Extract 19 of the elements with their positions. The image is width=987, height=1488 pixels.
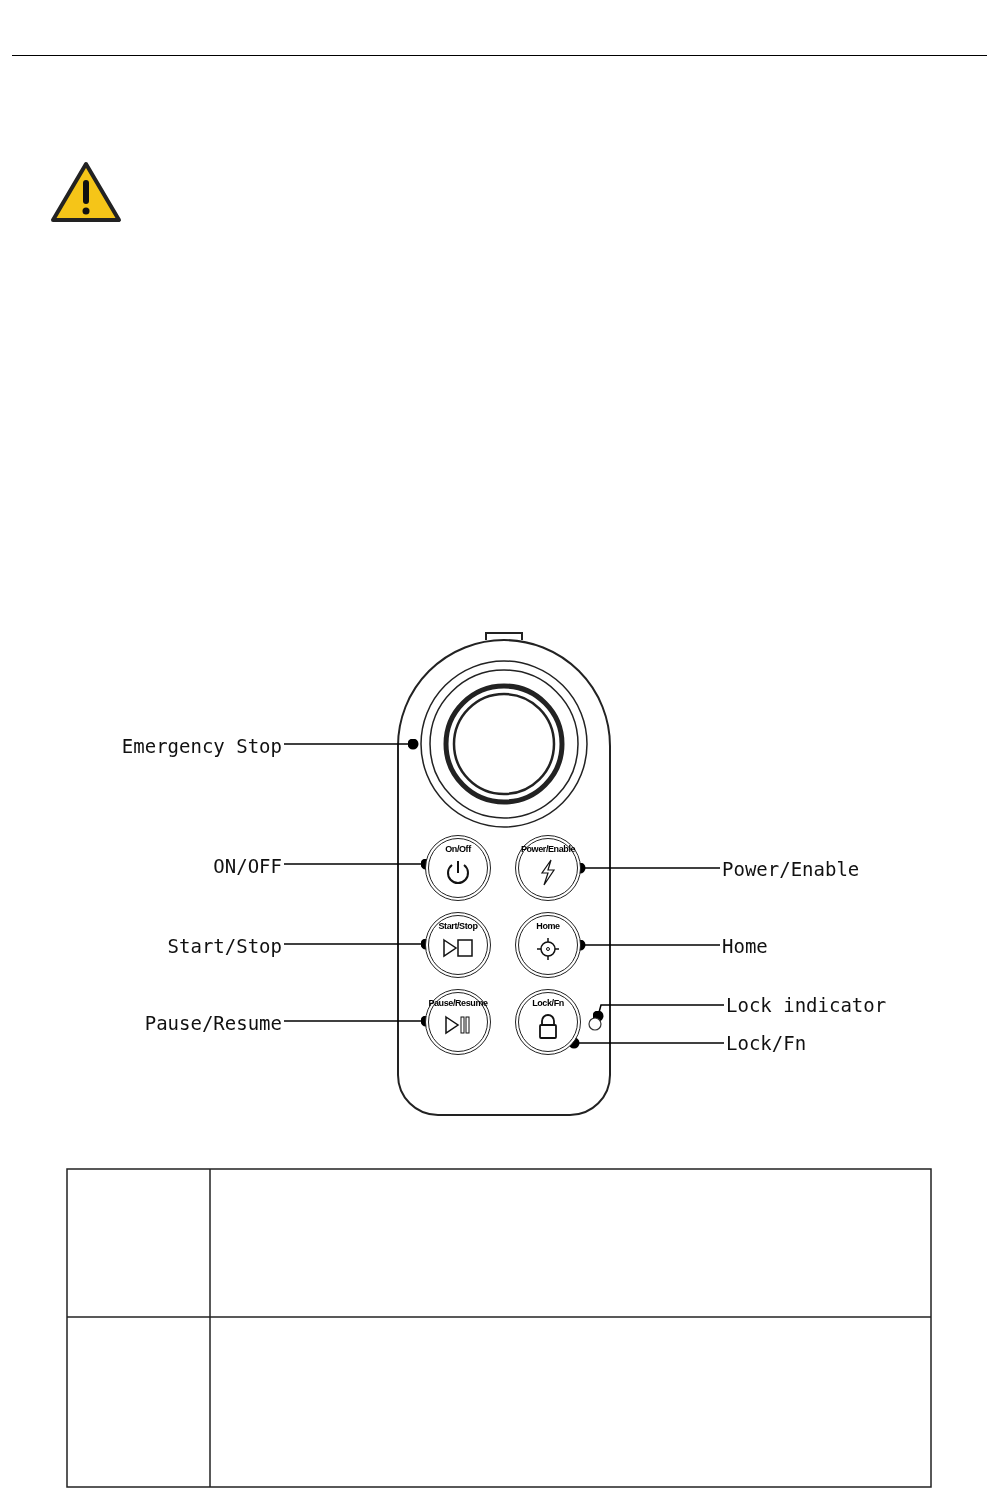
button-label: Power/Enable xyxy=(519,844,577,854)
button-label: Lock/Fn xyxy=(531,998,565,1008)
leader-line xyxy=(592,1004,725,1022)
emergency-stop-button xyxy=(420,660,588,828)
callout-label: Lock indicator xyxy=(726,994,887,1016)
button-label: Home xyxy=(535,921,561,931)
leader-line xyxy=(283,738,419,750)
callout-label: Lock/Fn xyxy=(726,1032,807,1054)
leader-line xyxy=(568,1037,725,1049)
button-label: Pause/Resume xyxy=(427,998,489,1008)
callout-label: Pause/Resume xyxy=(144,1012,282,1034)
callout-label: ON/OFF xyxy=(213,855,282,877)
callout-label: Start/Stop xyxy=(167,935,282,957)
callout-label: Power/Enable xyxy=(722,858,860,880)
button-label: On/Off xyxy=(444,844,473,854)
callout-label: Emergency Stop xyxy=(121,735,282,757)
callout-label: Home xyxy=(722,935,768,957)
indicator-light xyxy=(588,1016,602,1030)
button-label: Start/Stop xyxy=(437,921,479,931)
